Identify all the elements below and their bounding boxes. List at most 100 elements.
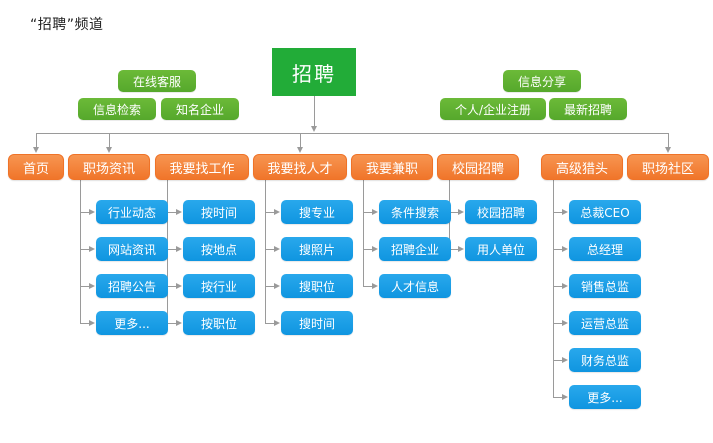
horizontal-bus-line: [36, 133, 668, 134]
leaf-connector-7-1: [553, 212, 563, 213]
leaf-arrow-icon-7-3: [562, 282, 568, 289]
bus-drop-connector-4: [300, 133, 301, 148]
leaf-connector-3-2: [167, 249, 177, 250]
leaf-arrow-icon-4-4: [274, 319, 280, 326]
nav-item-7[interactable]: 高级猎头: [541, 154, 623, 180]
leaf-item-6-2[interactable]: 用人单位: [465, 237, 537, 261]
leaf-arrow-icon-2-3: [89, 282, 95, 289]
leaf-item-4-4[interactable]: 搜时间: [281, 311, 353, 335]
leaf-item-3-2[interactable]: 按地点: [183, 237, 255, 261]
leaf-arrow-icon-7-1: [562, 208, 568, 215]
leaf-item-7-3[interactable]: 销售总监: [569, 274, 641, 298]
leaf-item-6-1[interactable]: 校园招聘: [465, 200, 537, 224]
leaf-arrow-icon-5-2: [372, 245, 378, 252]
bus-drop-arrow-icon-4: [296, 147, 303, 153]
nav-spine-5: [363, 180, 364, 286]
leaf-item-4-1[interactable]: 搜专业: [281, 200, 353, 224]
leaf-connector-3-1: [167, 212, 177, 213]
share-tag-1[interactable]: 信息分享: [503, 70, 581, 92]
leaf-arrow-icon-4-2: [274, 245, 280, 252]
leaf-arrow-icon-3-4: [176, 319, 182, 326]
nav-item-6[interactable]: 校园招聘: [437, 154, 519, 180]
leaf-connector-7-5: [553, 360, 563, 361]
nav-item-1[interactable]: 首页: [8, 154, 64, 180]
leaf-item-5-1[interactable]: 条件搜索: [379, 200, 451, 224]
leaf-arrow-icon-3-1: [176, 208, 182, 215]
bus-drop-arrow-icon-8: [664, 147, 671, 153]
leaf-item-5-3[interactable]: 人才信息: [379, 274, 451, 298]
leaf-arrow-icon-7-6: [562, 393, 568, 400]
leaf-arrow-icon-7-5: [562, 356, 568, 363]
leaf-item-3-4[interactable]: 按职位: [183, 311, 255, 335]
bus-drop-arrow-icon-1: [32, 147, 39, 153]
leaf-item-3-1[interactable]: 按时间: [183, 200, 255, 224]
leaf-connector-3-3: [167, 286, 177, 287]
bus-drop-connector-2: [109, 133, 110, 148]
bus-drop-connector-8: [668, 133, 669, 148]
leaf-item-2-4[interactable]: 更多...: [96, 311, 168, 335]
leaf-item-3-3[interactable]: 按行业: [183, 274, 255, 298]
bus-drop-arrow-icon-2: [105, 147, 112, 153]
leaf-arrow-icon-6-2: [458, 245, 464, 252]
leaf-connector-6-1: [449, 212, 459, 213]
leaf-item-2-3[interactable]: 招聘公告: [96, 274, 168, 298]
leaf-connector-4-3: [265, 286, 275, 287]
leaf-item-7-1[interactable]: 总裁CEO: [569, 200, 641, 224]
leaf-item-4-3[interactable]: 搜职位: [281, 274, 353, 298]
leaf-item-2-1[interactable]: 行业动态: [96, 200, 168, 224]
leaf-connector-7-2: [553, 249, 563, 250]
nav-spine-2: [80, 180, 81, 323]
leaf-connector-2-4: [80, 323, 90, 324]
leaf-item-7-2[interactable]: 总经理: [569, 237, 641, 261]
leaf-connector-3-4: [167, 323, 177, 324]
nav-item-8[interactable]: 职场社区: [627, 154, 709, 180]
leaf-item-5-2[interactable]: 招聘企业: [379, 237, 451, 261]
leaf-connector-2-2: [80, 249, 90, 250]
leaf-arrow-icon-2-2: [89, 245, 95, 252]
leaf-arrow-icon-5-3: [372, 282, 378, 289]
leaf-item-2-2[interactable]: 网站资讯: [96, 237, 168, 261]
nav-item-2[interactable]: 职场资讯: [68, 154, 150, 180]
leaf-arrow-icon-2-4: [89, 319, 95, 326]
leaf-connector-7-6: [553, 397, 563, 398]
leaf-connector-5-3: [363, 286, 373, 287]
share-tag-3[interactable]: 最新招聘: [549, 98, 627, 120]
nav-item-3[interactable]: 我要找工作: [155, 154, 249, 180]
leaf-item-7-5[interactable]: 财务总监: [569, 348, 641, 372]
root-down-connector: [314, 96, 315, 127]
leaf-arrow-icon-6-1: [458, 208, 464, 215]
leaf-item-7-6[interactable]: 更多...: [569, 385, 641, 409]
leaf-arrow-icon-7-4: [562, 319, 568, 326]
leaf-connector-4-1: [265, 212, 275, 213]
nav-spine-4: [265, 180, 266, 323]
service-tag-3[interactable]: 知名企业: [161, 98, 239, 120]
leaf-connector-7-3: [553, 286, 563, 287]
share-tag-2[interactable]: 个人/企业注册: [440, 98, 546, 120]
leaf-arrow-icon-7-2: [562, 245, 568, 252]
leaf-arrow-icon-4-3: [274, 282, 280, 289]
leaf-item-7-4[interactable]: 运营总监: [569, 311, 641, 335]
root-node-recruitment[interactable]: 招聘: [272, 48, 356, 96]
nav-spine-7: [553, 180, 554, 397]
leaf-item-4-2[interactable]: 搜照片: [281, 237, 353, 261]
root-down-arrow-icon: [310, 126, 317, 132]
leaf-arrow-icon-5-1: [372, 208, 378, 215]
leaf-arrow-icon-2-1: [89, 208, 95, 215]
leaf-connector-4-4: [265, 323, 275, 324]
bus-drop-connector-1: [36, 133, 37, 148]
leaf-connector-4-2: [265, 249, 275, 250]
leaf-connector-2-3: [80, 286, 90, 287]
leaf-connector-7-4: [553, 323, 563, 324]
service-tag-2[interactable]: 信息检索: [78, 98, 156, 120]
leaf-arrow-icon-3-2: [176, 245, 182, 252]
nav-item-4[interactable]: 我要找人才: [253, 154, 347, 180]
leaf-connector-5-2: [363, 249, 373, 250]
leaf-arrow-icon-3-3: [176, 282, 182, 289]
nav-item-5[interactable]: 我要兼职: [351, 154, 433, 180]
leaf-arrow-icon-4-1: [274, 208, 280, 215]
service-tag-1[interactable]: 在线客服: [118, 70, 196, 92]
leaf-connector-6-2: [449, 249, 459, 250]
leaf-connector-5-1: [363, 212, 373, 213]
page-title: “招聘”频道: [30, 17, 104, 33]
